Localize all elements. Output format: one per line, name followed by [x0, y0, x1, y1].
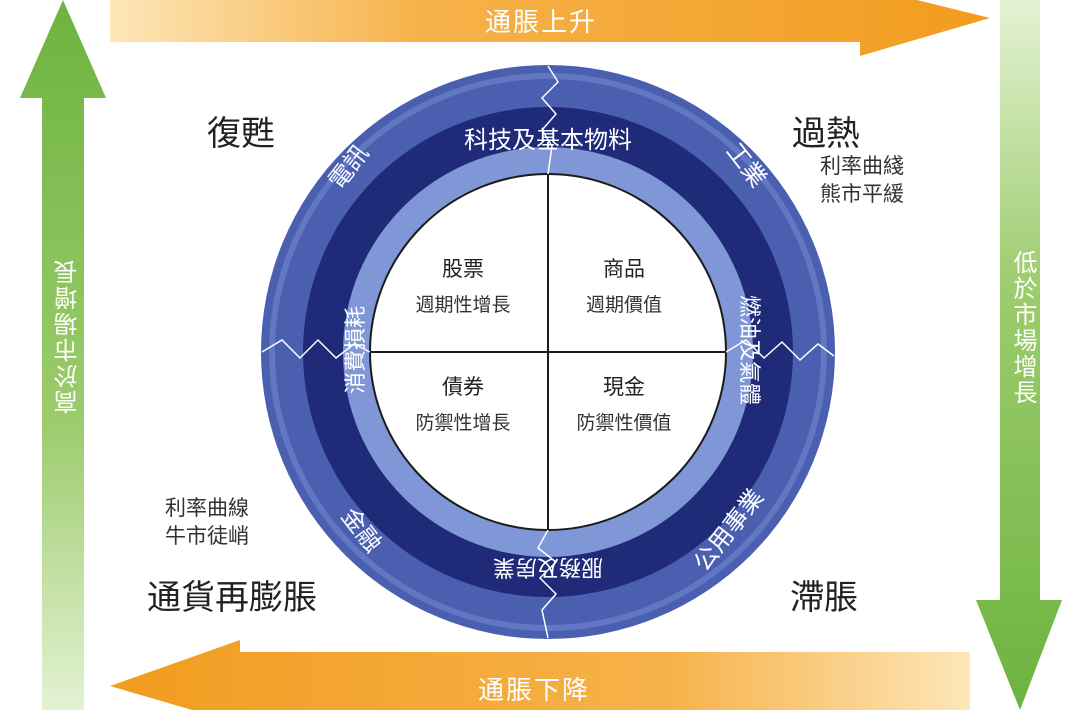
bottom-arrow-label: 通脹下降 — [478, 676, 591, 706]
note-bottom-left-line2: 牛市徒峭 — [165, 524, 249, 548]
zigzag-top — [540, 65, 559, 175]
phase-recovery: 復甦 — [207, 114, 275, 154]
phase-reflation: 通貨再膨脹 — [147, 578, 317, 618]
phase-stagflation: 滯脹 — [790, 578, 858, 618]
outer-ring-highlight — [269, 73, 827, 631]
zigzag-bottom — [537, 529, 558, 639]
quadrant-stocks-desc: 週期性增長 — [415, 294, 510, 316]
left-arrow-label: 高於市場增長 — [54, 258, 82, 414]
sector-tech: 科技及基本物料 — [464, 126, 632, 154]
zigzag-left — [261, 338, 371, 360]
sector-consumer-goods: 消費損耗 — [344, 306, 369, 394]
sector-services: 服務及房業 — [493, 554, 603, 579]
right-arrow-label: 低於市場增長 — [1009, 250, 1037, 406]
right-arrow — [976, 0, 1062, 710]
quadrant-cash-desc: 防禦性價值 — [576, 412, 671, 434]
top-arrow-label: 通脹上升 — [485, 8, 598, 38]
note-top-right-line1: 利率曲綫 — [820, 154, 904, 178]
left-arrow — [20, 0, 106, 710]
zigzag-right — [725, 339, 835, 362]
quadrant-stocks-title: 股票 — [442, 257, 484, 281]
note-top-right-line2: 熊市平緩 — [820, 182, 904, 206]
sector-energy: 燃油及氣體 — [736, 295, 761, 405]
quadrant-cash-title: 現金 — [603, 375, 645, 399]
quadrant-bonds-desc: 防禦性增長 — [415, 412, 510, 434]
note-bottom-left: 利率曲線 牛市徒峭 — [165, 494, 249, 550]
phase-overheat: 過熱 — [792, 114, 860, 154]
note-top-right: 利率曲綫 熊市平緩 — [820, 152, 904, 208]
quadrant-commodities-title: 商品 — [603, 257, 645, 281]
top-arrow — [110, 0, 990, 56]
quadrant-bonds-title: 債券 — [442, 375, 484, 399]
quadrant-commodities-desc: 週期價值 — [586, 294, 662, 316]
bottom-arrow — [110, 640, 970, 710]
note-bottom-left-line1: 利率曲線 — [165, 496, 249, 520]
